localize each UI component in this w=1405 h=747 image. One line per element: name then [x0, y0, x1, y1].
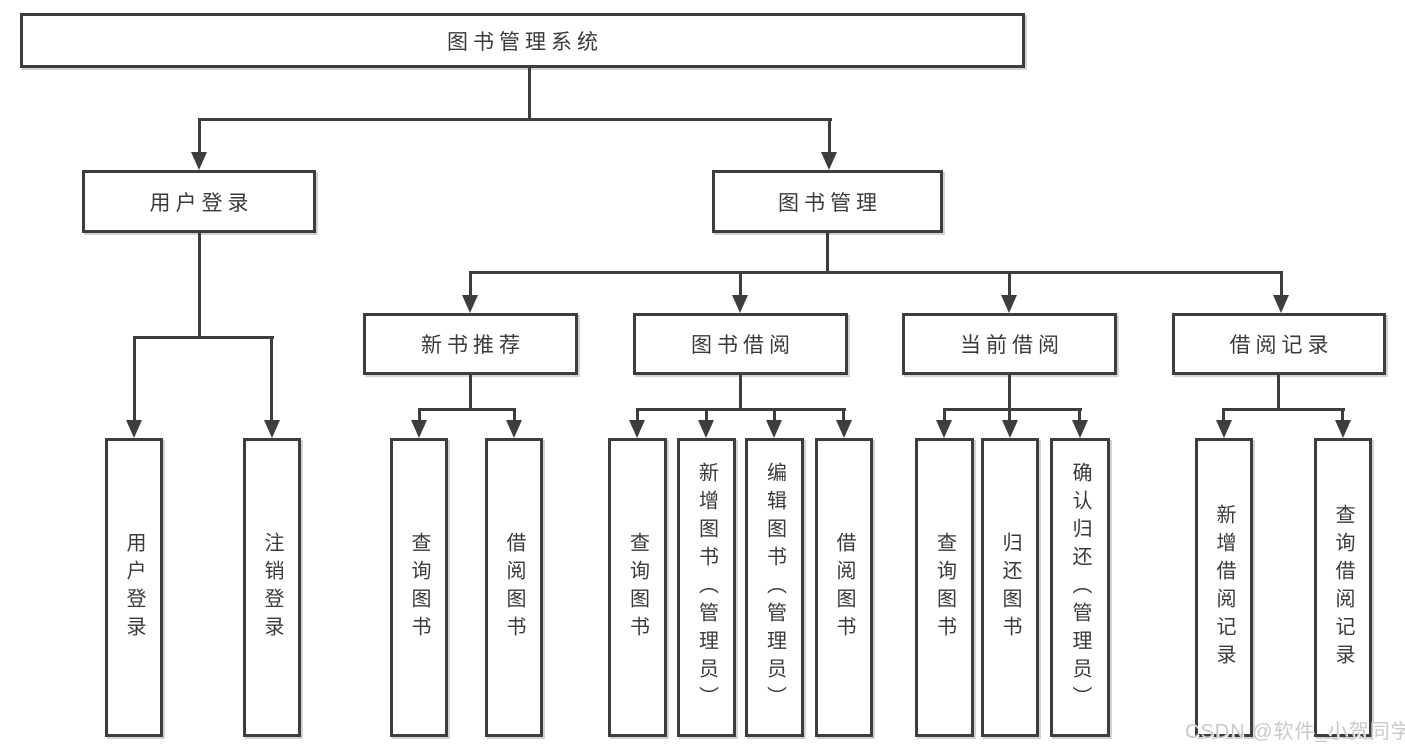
node-label: 编辑图书（管理员） [763, 461, 786, 714]
connector-line [513, 408, 516, 422]
connector-line [198, 118, 832, 121]
arrowhead-icon [766, 420, 782, 438]
node-label: 借阅记录 [1229, 334, 1334, 357]
arrowhead-icon [191, 152, 207, 170]
arrowhead-icon [1001, 295, 1017, 313]
node-label: 确认归还（管理员） [1069, 461, 1091, 714]
node-current-borrowing: 当前借阅 [902, 313, 1117, 375]
arrowhead-icon [936, 420, 952, 438]
node-label: 查询图书 [933, 531, 956, 644]
arrowhead-icon [1002, 420, 1018, 438]
leaf-user-login: 用户登录 [105, 438, 163, 737]
leaf-return-books: 归还图书 [981, 438, 1039, 737]
connector-line [773, 408, 776, 422]
node-label: 注销登录 [261, 531, 283, 644]
connector-line [636, 408, 846, 411]
arrowhead-icon [1335, 420, 1351, 438]
leaf-query-books-current: 查询图书 [915, 438, 974, 737]
connector-line [943, 408, 946, 422]
connector-line [636, 408, 639, 422]
arrowhead-icon [1072, 420, 1088, 438]
connector-line [1008, 408, 1011, 422]
watermark: CSDN @软件_小贺同学 [1185, 721, 1405, 743]
connector-line [198, 118, 201, 154]
connector-line [1008, 374, 1011, 411]
connector-line [842, 408, 845, 422]
node-label: 查询借阅记录 [1332, 503, 1354, 672]
node-label: 新增借阅记录 [1213, 503, 1235, 672]
node-label: 借阅图书 [503, 531, 525, 644]
arrowhead-icon [732, 295, 748, 313]
leaf-query-books-borrowing: 查询图书 [608, 438, 667, 737]
connector-line [828, 118, 831, 154]
connector-line [270, 336, 273, 422]
connector-line [469, 374, 472, 411]
arrowhead-icon [629, 420, 645, 438]
connector-line [739, 374, 742, 411]
connector-line [133, 336, 274, 339]
node-new-book-recommendation: 新书推荐 [363, 313, 578, 375]
leaf-query-books-recommend: 查询图书 [390, 438, 448, 737]
leaf-edit-book-admin: 编辑图书（管理员） [745, 438, 804, 737]
arrowhead-icon [821, 152, 837, 170]
node-label: 查询图书 [408, 531, 430, 644]
node-label: 用户登录 [123, 531, 145, 644]
connector-line [198, 231, 201, 339]
node-book-management-module: 图书管理 [712, 170, 943, 233]
arrowhead-icon [506, 420, 522, 438]
node-label: 用户登录 [149, 191, 254, 215]
node-library-management-system: 图书管理系统 [20, 13, 1025, 68]
node-label: 图书管理系统 [447, 30, 603, 54]
arrowhead-icon [264, 420, 280, 438]
arrowhead-icon [1273, 295, 1289, 313]
connector-line [1341, 408, 1344, 422]
connector-line [469, 271, 472, 298]
connector-line [826, 232, 829, 274]
leaf-borrow-books-borrowing: 借阅图书 [815, 438, 873, 737]
leaf-add-borrow-record: 新增借阅记录 [1195, 438, 1253, 737]
leaf-add-book-admin: 新增图书（管理员） [677, 438, 736, 737]
connector-line [705, 408, 708, 422]
connector-line [1222, 408, 1225, 422]
node-book-borrowing: 图书借阅 [633, 313, 848, 375]
arrowhead-icon [1216, 420, 1232, 438]
leaf-borrow-books-recommend: 借阅图书 [485, 438, 543, 737]
connector-line [1277, 374, 1280, 411]
arrowhead-icon [698, 420, 714, 438]
node-label: 借阅图书 [833, 531, 855, 644]
connector-line [469, 271, 1283, 274]
leaf-logout: 注销登录 [243, 438, 301, 737]
node-label: 图书管理 [778, 191, 882, 215]
connector-line [528, 66, 531, 118]
connector-line [739, 271, 742, 298]
connector-line [418, 408, 421, 422]
node-label: 新增图书（管理员） [695, 461, 718, 714]
arrowhead-icon [411, 420, 427, 438]
connector-line [1280, 271, 1283, 298]
leaf-confirm-return-admin: 确认归还（管理员） [1050, 438, 1110, 737]
connector-line [133, 336, 136, 422]
leaf-query-borrow-record: 查询借阅记录 [1314, 438, 1372, 737]
node-label: 查询图书 [626, 531, 649, 644]
node-label: 新书推荐 [421, 334, 525, 357]
node-label: 当前借阅 [960, 334, 1064, 357]
connector-line [1222, 408, 1345, 411]
arrowhead-icon [126, 420, 142, 438]
node-label: 图书借阅 [691, 334, 795, 357]
node-user-login-module: 用户登录 [82, 170, 316, 233]
connector-line [1078, 408, 1081, 422]
node-label: 归还图书 [999, 531, 1021, 644]
connector-line [1008, 271, 1011, 298]
node-borrowing-records: 借阅记录 [1172, 313, 1386, 375]
connector-line [943, 408, 1082, 411]
arrowhead-icon [462, 295, 478, 313]
arrowhead-icon [836, 420, 852, 438]
connector-line [418, 408, 516, 411]
